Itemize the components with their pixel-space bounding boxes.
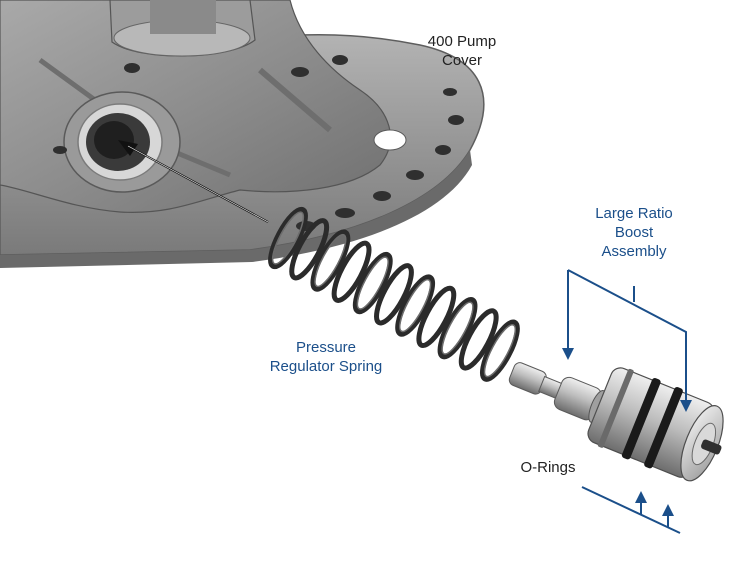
callout-arrowhead-valve — [562, 348, 574, 360]
spring-label: Pressure Regulator Spring — [258, 338, 394, 376]
pump-cover-label-line2: Cover — [441, 52, 482, 69]
spring-label-line2: Regulator Spring — [269, 358, 383, 375]
o-ring-arrowhead-2 — [662, 504, 674, 516]
o-rings-label: O-Rings — [510, 458, 586, 477]
boost-sleeve-assembly — [587, 367, 724, 482]
boost-valve-plunger — [508, 362, 607, 423]
o-rings-label-line1: O-Rings — [520, 459, 576, 476]
spring-label-line1: Pressure — [295, 339, 357, 356]
pump-cover-label-line1: 400 Pump — [427, 33, 497, 50]
o-ring-arrowhead-1 — [635, 491, 647, 503]
callout-arrowhead-sleeve — [680, 400, 692, 412]
pressure-regulator-spring — [268, 206, 520, 382]
pump-cover-casting — [0, 0, 485, 268]
boost-assembly-label-line2: Boost — [614, 224, 654, 241]
pump-cover-label: 400 Pump Cover — [416, 32, 508, 70]
boost-assembly-label-line1: Large Ratio — [595, 205, 673, 222]
o-ring-1 — [621, 378, 661, 460]
boost-assembly-callout — [567, 269, 687, 402]
boost-assembly-label-line3: Assembly — [601, 243, 667, 260]
o-ring-2 — [644, 387, 683, 469]
boost-assembly-label: Large Ratio Boost Assembly — [584, 204, 684, 261]
spring-insertion-arrow — [118, 140, 269, 223]
